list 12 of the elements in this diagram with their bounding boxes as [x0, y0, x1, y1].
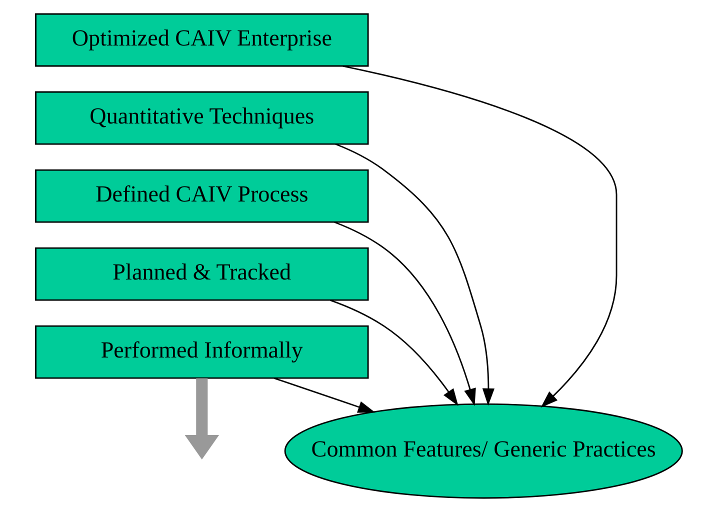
node-box: Planned & Tracked — [34, 247, 368, 301]
node-box: Defined CAIV Process — [34, 169, 368, 223]
node-ellipse: Common Features/ Generic Practices — [284, 403, 682, 499]
node-box: Performed Informally — [34, 325, 368, 379]
arrow — [334, 143, 494, 406]
node-box: Optimized CAIV Enterprise — [34, 13, 368, 67]
arrow — [334, 221, 476, 406]
arrow — [342, 65, 617, 408]
arrow — [329, 300, 458, 406]
arrow — [273, 377, 375, 413]
arrow — [184, 378, 219, 460]
node-box: Quantitative Techniques — [34, 91, 368, 145]
